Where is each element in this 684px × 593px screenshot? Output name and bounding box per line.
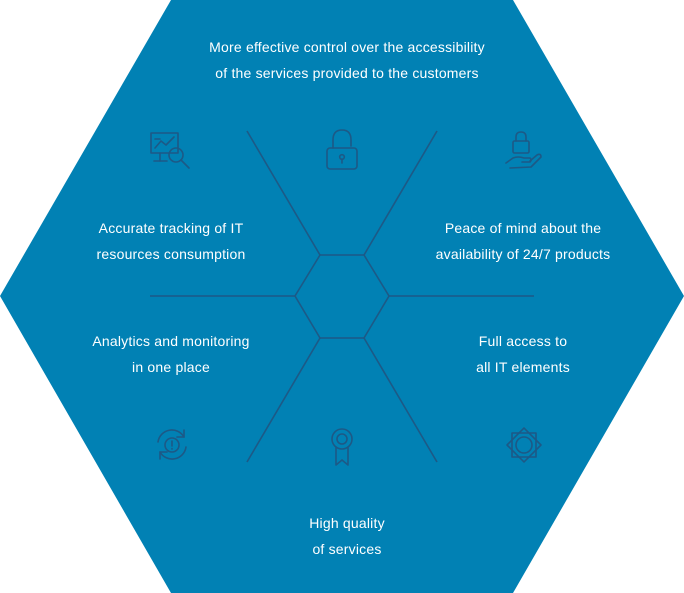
- segment-label-line: Analytics and monitoring: [92, 333, 250, 349]
- segment-label-line: of services: [312, 541, 382, 557]
- segment-label-top: More effective control over the accessib…: [142, 34, 552, 86]
- segment-label-line: resources consumption: [96, 246, 246, 262]
- spoke-lower-left: [246, 337, 321, 463]
- sun-star-icon: [506, 427, 542, 463]
- segment-label-line: availability of 24/7 products: [435, 246, 611, 262]
- monitor-magnifier-icon: [150, 132, 190, 169]
- lock-in-hand-icon: [505, 131, 542, 169]
- segment-label-line: Full access to: [478, 333, 568, 349]
- segment-label-line: in one place: [132, 359, 210, 375]
- segment-label-middle-right: Full access to all IT elements: [430, 328, 616, 380]
- divider-lines: [150, 130, 534, 463]
- spoke-upper-left: [246, 130, 321, 256]
- segment-label-line: Accurate tracking of IT: [98, 220, 244, 236]
- award-badge-icon: [331, 428, 353, 466]
- segment-label-line: High quality: [309, 515, 385, 531]
- segment-label-line: of the services provided to the customer…: [215, 65, 479, 81]
- spoke-upper-right: [363, 130, 438, 256]
- segment-label-line: More effective control over the accessib…: [209, 39, 485, 55]
- segment-label-top-left: Accurate tracking of IT resources consum…: [56, 215, 286, 267]
- segment-label-bottom: High quality of services: [247, 510, 447, 562]
- refresh-alert-icon: [157, 429, 187, 460]
- segment-label-top-right: Peace of mind about the availability of …: [400, 215, 646, 267]
- segment-label-middle-left: Analytics and monitoring in one place: [56, 328, 286, 380]
- padlock-icon: [326, 129, 358, 170]
- segment-label-line: Peace of mind about the: [444, 220, 602, 236]
- segment-label-line: all IT elements: [476, 359, 570, 375]
- spoke-lower-right: [363, 337, 438, 463]
